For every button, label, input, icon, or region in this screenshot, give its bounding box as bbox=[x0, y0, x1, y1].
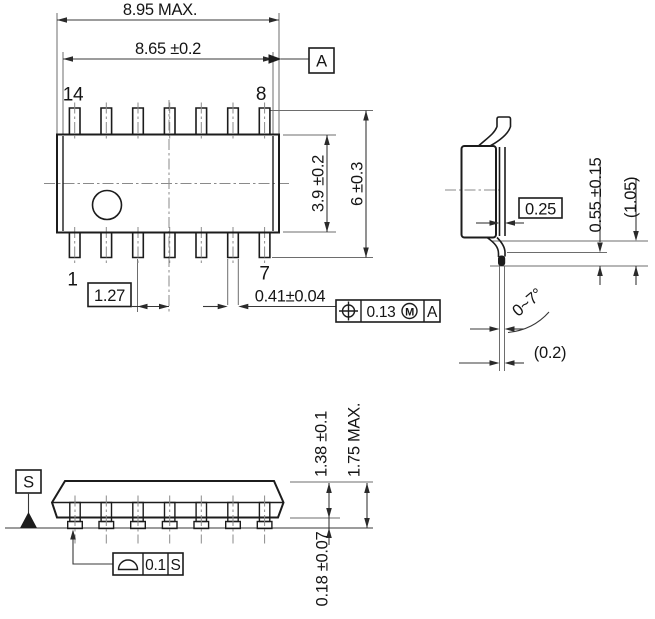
dim-tip-ref-text: (0.2) bbox=[534, 344, 566, 362]
top-view-extension-lines bbox=[56, 13, 373, 312]
pin-label-14: 14 bbox=[63, 84, 84, 105]
dim-overall-height: 1.75 MAX. bbox=[345, 403, 370, 528]
dim-body-thickness-text: 1.38 ±0.1 bbox=[312, 411, 330, 477]
dim-overall-width: 6 ±0.3 bbox=[348, 110, 369, 258]
dim-pitch: 1.27 bbox=[87, 282, 169, 310]
dim-body-thickness: 1.38 ±0.1 0.18 ±0.07 bbox=[312, 411, 332, 606]
top-view-centerlines bbox=[44, 100, 291, 312]
package-body-top-view bbox=[56, 133, 280, 234]
front-view: S 1.38 ±0.1 0.18 ±0.07 bbox=[5, 403, 373, 606]
pin1-marker-icon bbox=[91, 189, 123, 221]
datum-a-label: A bbox=[316, 52, 327, 70]
dim-overall-length: 8.95 MAX. bbox=[57, 1, 279, 23]
package-body-side-view bbox=[460, 116, 512, 266]
pin-label-1: 1 bbox=[67, 269, 77, 290]
package-body-front-view bbox=[50, 480, 285, 519]
side-view: 0.25 0.55 ±0.15 (1.05) bbox=[445, 116, 648, 371]
top-view: 8.95 MAX. 8.65 ±0.2 A 14 8 1 7 3.9 ±0.2 bbox=[44, 1, 441, 323]
coplanarity-frame: 0.1 S bbox=[70, 529, 184, 576]
dim-lead-thickness-text: 0.25 bbox=[525, 200, 556, 218]
dim-body-width-text: 3.9 ±0.2 bbox=[309, 155, 327, 212]
front-view-extension-lines bbox=[290, 481, 373, 519]
datum-triangle-icon bbox=[20, 512, 37, 528]
dim-lead-length-ref: (1.05) bbox=[622, 177, 640, 285]
dim-foot-length: 0.55 ±0.15 bbox=[587, 157, 605, 285]
dim-foot-angle-text: 0~7° bbox=[509, 285, 546, 320]
lead-thickness-frame bbox=[518, 197, 563, 219]
dim-body-length-text: 8.65 ±0.2 bbox=[135, 40, 201, 58]
dim-foot-length-text: 0.55 ±0.15 bbox=[587, 157, 605, 232]
datum-s: S bbox=[15, 469, 42, 528]
dim-lead-thickness: 0.25 bbox=[476, 197, 563, 226]
side-view-extension-lines bbox=[490, 240, 648, 371]
pin-label-8: 8 bbox=[256, 84, 266, 105]
lead-foot-tip bbox=[498, 255, 506, 266]
front-view-leads bbox=[66, 495, 273, 544]
dim-overall-width-text: 6 ±0.3 bbox=[348, 162, 366, 206]
lead-top-bend bbox=[477, 116, 512, 147]
pins-top-row bbox=[68, 102, 271, 140]
dim-foot-angle: 0~7° bbox=[470, 285, 550, 334]
dim-tip-ref: (0.2) bbox=[459, 344, 567, 366]
dim-body-length: 8.65 ±0.2 A bbox=[63, 40, 335, 74]
datum-arrow-icon bbox=[268, 54, 282, 64]
fcf-tolerance-text: 0.13 bbox=[367, 304, 396, 321]
datum-s-label: S bbox=[23, 473, 34, 491]
coplanarity-tolerance-text: 0.1 bbox=[145, 557, 166, 574]
dim-lead-width: 0.41±0.04 bbox=[203, 288, 336, 310]
coplanarity-datum-text: S bbox=[170, 557, 180, 574]
dim-overall-length-text: 8.95 MAX. bbox=[123, 1, 197, 19]
fcf-datum-text: A bbox=[427, 304, 438, 321]
modifier-circle-m-icon: M bbox=[401, 302, 418, 320]
profile-symbol-icon bbox=[117, 559, 139, 571]
dim-standoff-text: 0.18 ±0.07 bbox=[313, 531, 331, 606]
dim-body-width: 3.9 ±0.2 bbox=[309, 135, 330, 232]
position-symbol-icon bbox=[339, 301, 358, 321]
dim-pitch-text: 1.27 bbox=[94, 287, 125, 305]
pitch-frame bbox=[87, 282, 132, 308]
lead-bottom-bend bbox=[486, 236, 500, 257]
dim-overall-height-text: 1.75 MAX. bbox=[345, 403, 363, 477]
svg-text:M: M bbox=[405, 306, 414, 318]
position-tolerance-frame: 0.13 M A bbox=[335, 299, 441, 323]
dim-lead-width-text: 0.41±0.04 bbox=[255, 288, 326, 306]
datum-a-frame bbox=[308, 47, 335, 74]
pin-label-7: 7 bbox=[259, 263, 269, 284]
dim-lead-length-ref-text: (1.05) bbox=[622, 177, 640, 218]
